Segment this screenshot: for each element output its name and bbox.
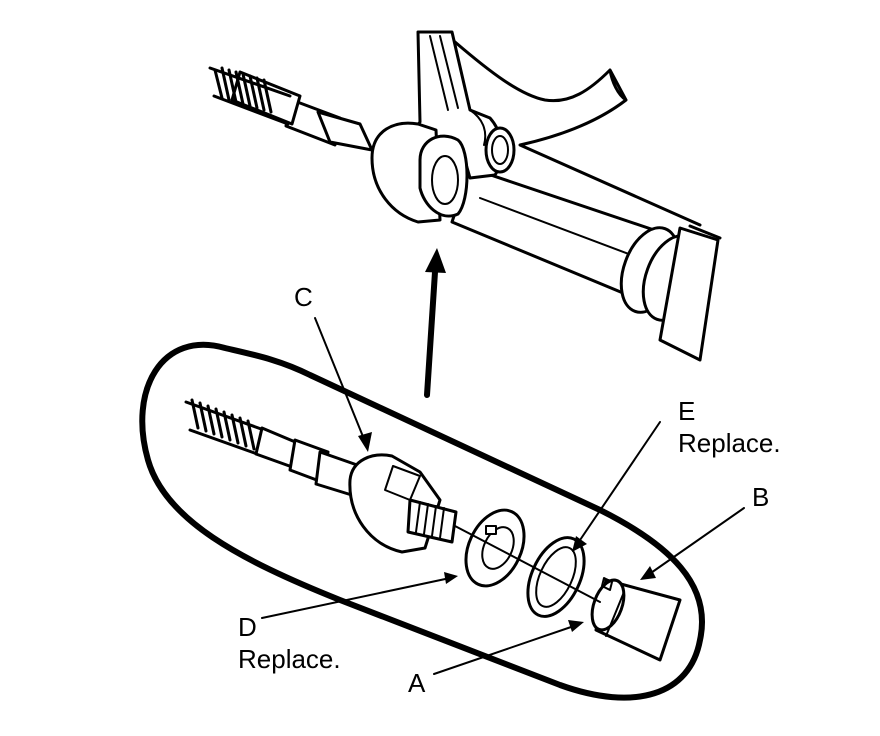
callout-e-note: Replace. — [678, 428, 781, 458]
rack-boot-collar — [619, 224, 722, 362]
callout-b: B — [752, 482, 769, 512]
leader-b — [640, 507, 745, 580]
leader-a — [433, 620, 584, 675]
callout-e: E — [678, 396, 695, 426]
callout-c: C — [294, 282, 313, 312]
callout-a: A — [408, 668, 426, 698]
upper-tie-rod — [208, 66, 374, 152]
callout-d-note: Replace. — [238, 644, 341, 674]
leader-d — [261, 572, 458, 619]
upper-assembly — [208, 30, 722, 398]
callout-d: D — [238, 612, 257, 642]
leader-c — [314, 317, 372, 452]
rack-end — [590, 577, 682, 662]
direction-arrow — [424, 248, 446, 398]
leader-lines — [261, 317, 745, 675]
rack-housing-outline — [453, 40, 702, 227]
upper-ball-joint — [370, 121, 469, 224]
detail-view — [139, 341, 705, 701]
inner-ball-joint — [348, 453, 458, 554]
stop-washer — [526, 536, 586, 618]
tie-rod-threads — [184, 398, 266, 457]
tie-rod-shaft — [254, 426, 362, 498]
leader-e — [572, 421, 661, 552]
